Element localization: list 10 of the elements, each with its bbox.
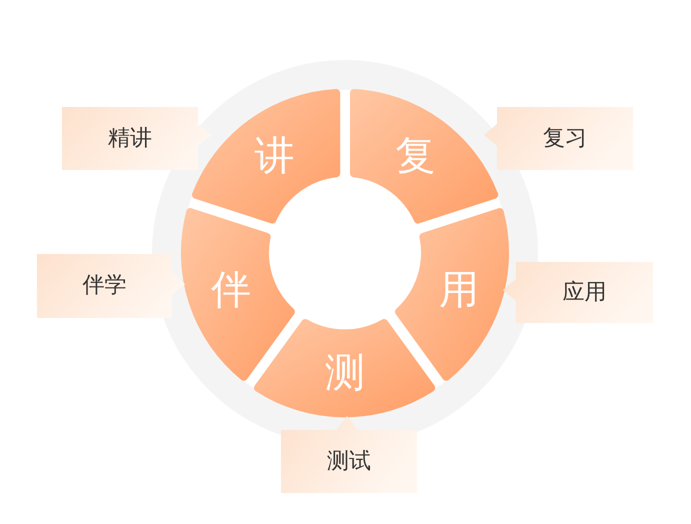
- callout-label: 测试: [327, 450, 371, 472]
- segment-label: 测: [324, 352, 365, 393]
- callout-label: 精讲: [108, 128, 152, 150]
- callout-label: 复习: [543, 128, 587, 150]
- segment-label: 讲: [254, 136, 294, 176]
- segment-label: 用: [439, 270, 480, 310]
- segment-label: 伴: [210, 270, 251, 310]
- segment-label: 复: [396, 136, 436, 176]
- callout-label: 伴学: [82, 275, 126, 297]
- callout-label: 应用: [562, 282, 606, 304]
